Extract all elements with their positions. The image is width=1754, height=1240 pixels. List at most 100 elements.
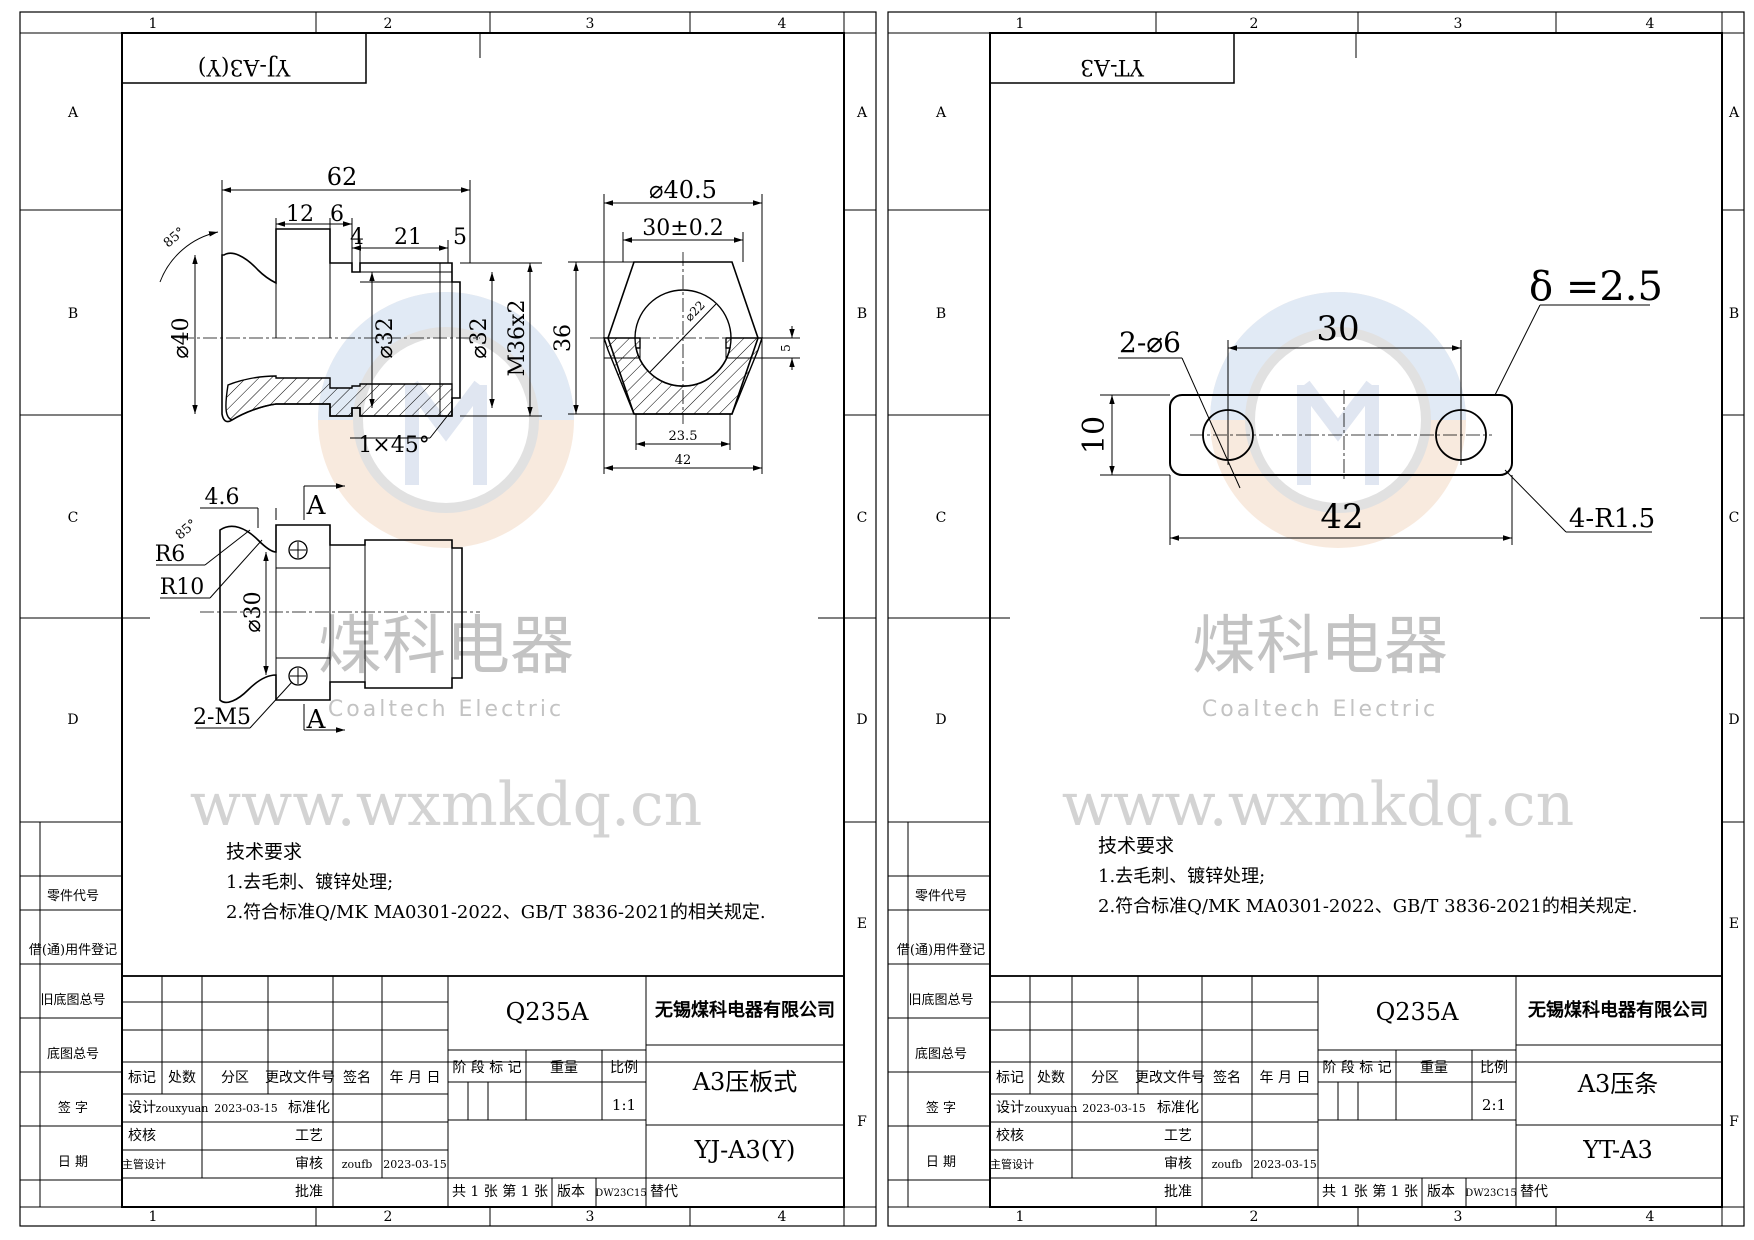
tb-sheets: 共 1 张 第 1 张	[452, 1183, 548, 1200]
dims-end: ⌀40.5 30±0.2 36 ⌀22 5 23.5 42	[551, 176, 800, 474]
side-label: 底图总号	[47, 1046, 99, 1062]
side-table	[888, 822, 990, 1207]
angle-85: 85°	[161, 225, 188, 251]
side-label: 旧底图总号	[40, 992, 105, 1008]
dim-r10: R10	[160, 575, 205, 600]
tb-design: 设计	[996, 1100, 1024, 1116]
dim-phi32b: ⌀32	[467, 317, 492, 358]
tb-replace: 替代	[1520, 1184, 1548, 1200]
row-label: A	[856, 105, 868, 121]
col-label: 3	[586, 1209, 595, 1225]
watermark-url: www.wxmkdq.cn	[190, 770, 703, 840]
dim-62: 62	[327, 163, 358, 191]
tb-company: 无锡煤科电器有限公司	[655, 999, 835, 1021]
dim-phi40: ⌀40	[169, 317, 194, 358]
dim-30: 30	[1316, 309, 1359, 349]
tb-h-sign: 签名	[1213, 1069, 1241, 1086]
side-label: 日 期	[58, 1155, 88, 1170]
row-label: D	[1728, 712, 1739, 728]
dim-23-5: 23.5	[669, 429, 698, 444]
watermark-logo	[318, 292, 574, 548]
row-label: A	[1728, 105, 1740, 121]
row-label: B	[1729, 306, 1739, 322]
tb-weight-label: 重量	[1420, 1060, 1448, 1076]
row-label: F	[1729, 1114, 1739, 1130]
tb-check: 校核	[128, 1127, 156, 1144]
tb-approve: 批准	[1164, 1184, 1192, 1200]
tb-design-date: 2023-03-15	[214, 1102, 277, 1115]
row-label: F	[857, 1114, 867, 1130]
row-label: D	[935, 712, 946, 728]
watermark-cn: 煤科电器	[318, 610, 574, 684]
tb-check: 校核	[996, 1127, 1024, 1144]
row-label: E	[1729, 916, 1739, 932]
tb-designer: zouxyuan	[1025, 1102, 1078, 1115]
tech-title: 技术要求	[226, 841, 302, 863]
side-label: 零件代号	[47, 889, 99, 904]
tb-approve: 批准	[295, 1184, 323, 1200]
dim-21: 21	[394, 225, 422, 250]
col-label: 1	[149, 1209, 158, 1225]
dim-4-6: 4.6	[205, 485, 240, 510]
dim-5: 5	[453, 225, 467, 250]
tb-material: Q235A	[1376, 998, 1459, 1026]
col-label: 4	[1646, 16, 1655, 32]
dim-6: 6	[330, 202, 344, 227]
code-box-text: YT-A3	[1080, 54, 1145, 79]
watermark-cn: 煤科电器	[1192, 610, 1448, 684]
row-label: C	[68, 510, 79, 526]
col-label: 2	[1250, 1209, 1259, 1225]
tb-review: 审核	[295, 1156, 323, 1172]
tb-h-doc: 更改文件号	[265, 1070, 335, 1086]
tb-standard: 标准化	[288, 1100, 330, 1116]
col-label: 2	[1250, 16, 1259, 32]
side-label: 借(通)用件登记	[29, 943, 117, 958]
col-label: 4	[778, 16, 787, 32]
row-label: A	[67, 105, 79, 121]
watermark-en: Coaltech Electric	[328, 697, 564, 722]
side-label: 旧底图总号	[908, 992, 973, 1008]
col-label: 3	[1454, 16, 1463, 32]
part-side-view	[200, 524, 480, 704]
row-label: C	[936, 510, 947, 526]
tb-h-doc: 更改文件号	[1135, 1070, 1205, 1086]
dim-10: 10	[1077, 416, 1112, 454]
dim-30-tol: 30±0.2	[642, 216, 723, 241]
zone-labels: 1 2 3 4 1 2 3 4 A B C D A B C D E F	[67, 16, 868, 1225]
dim-chamfer: 1×45°	[358, 433, 429, 458]
watermark-en: Coaltech Electric	[1202, 697, 1438, 722]
tb-scale: 1:1	[612, 1096, 636, 1114]
col-label: 1	[1016, 16, 1025, 32]
dim-radius: 4-R1.5	[1569, 504, 1655, 534]
code-box-text: YJ-A3(Y)	[198, 54, 291, 79]
tb-h-mark: 标记	[128, 1070, 156, 1086]
tb-h-count: 处数	[1037, 1070, 1065, 1086]
dim-12: 12	[286, 202, 314, 227]
code-box	[989, 32, 1235, 84]
tb-review-date: 2023-03-15	[1253, 1158, 1316, 1171]
dim-36: 36	[551, 324, 576, 352]
tech-line-1: 1.去毛刺、镀锌处理;	[1098, 866, 1265, 887]
tb-drawing-no: YJ-A3(Y)	[694, 1136, 796, 1164]
tb-chief: 主管设计	[990, 1157, 1034, 1171]
side-label: 日 期	[926, 1155, 956, 1170]
plate-part	[1169, 390, 1513, 480]
tb-scale-label: 比例	[1480, 1060, 1508, 1076]
row-label: E	[857, 916, 867, 932]
tb-h-date: 年 月 日	[390, 1070, 441, 1086]
outer-frame	[887, 11, 1745, 1227]
dim-2-m5: 2-M5	[193, 705, 251, 730]
side-labels: 零件代号 借(通)用件登记 旧底图总号 底图总号 签 字 日 期	[897, 889, 985, 1170]
tb-chief: 主管设计	[122, 1157, 166, 1171]
dims-side: A A 4.6 85° R6 R10 ⌀30 2-M5	[155, 483, 345, 735]
tech-line-1: 1.去毛刺、镀锌处理;	[226, 872, 393, 893]
dim-4: 4	[350, 225, 364, 250]
angle-85-b: 85°	[173, 517, 200, 543]
zone-labels: 1 2 3 4 1 2 3 4 A B C D A B C D E F	[935, 16, 1740, 1225]
tb-h-zone: 分区	[1091, 1070, 1119, 1086]
tech-line-2: 2.符合标准Q/MK MA0301-2022、GB/T 3836-2021的相关…	[1098, 896, 1638, 917]
tb-craft: 工艺	[295, 1128, 323, 1144]
dim-phi30: ⌀30	[241, 591, 266, 632]
watermark-logo	[1210, 292, 1466, 548]
